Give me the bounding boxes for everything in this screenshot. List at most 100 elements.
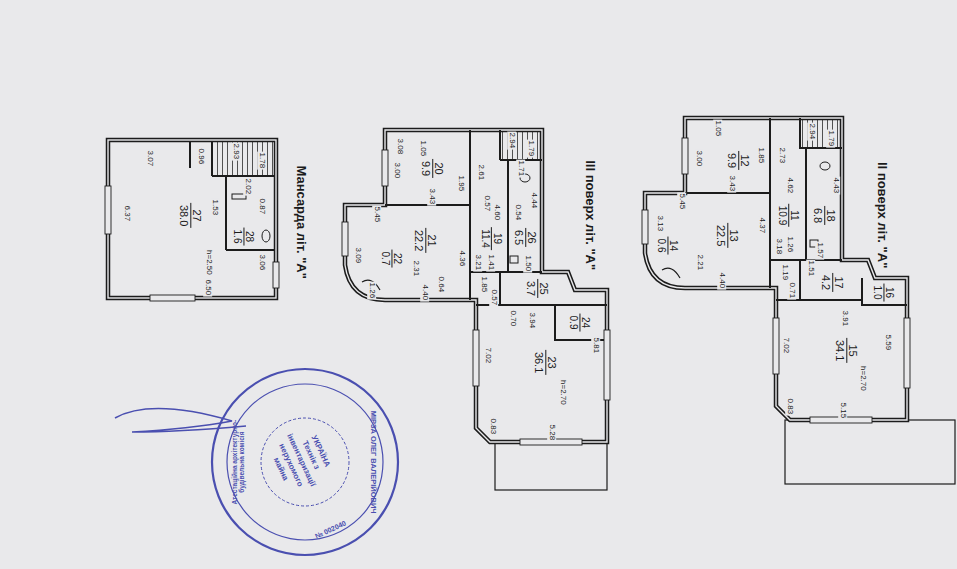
dimension-label: 3.09 [353,246,362,264]
dimension-label: 1.95 [456,174,465,192]
room-label: 174.2 [820,272,845,291]
dimension-label: 3.00 [694,149,703,167]
room-area: 6.5 [513,227,525,246]
room-number: 14 [667,236,679,254]
room-number: 13 [727,222,740,247]
dimension-label: 1.50 [523,254,532,272]
dimension-label: 3.43 [727,174,736,192]
dimension-label: 1.85 [479,275,488,293]
dimension-label: 4.62 [785,176,794,194]
room-number: 25 [537,278,550,297]
inner-wall [190,118,907,340]
room-label: 186.8 [812,205,837,224]
dimension-label: 1.53 [210,198,219,216]
room-area: 38.0 [178,202,190,227]
dimension-label: 1.05 [418,139,427,157]
dimension-label: 3.18 [774,237,783,255]
floor-title: II поверх літ. "А" [875,162,889,268]
dimension-label: 3.06 [257,253,266,271]
room-label: 1322.5 [715,222,740,247]
room-label: 2122.2 [413,227,438,252]
dimension-label: 7.02 [483,346,492,364]
dimension-label: 5.15 [838,401,847,419]
room-label: 140.6 [656,236,679,254]
dimension-label: 4.44 [529,191,538,209]
room-area: 11.4 [479,227,490,250]
dimension-label: 1.26 [367,281,376,299]
room-number: 27 [190,202,203,227]
dimension-label: 5.59 [883,333,892,351]
dimension-label: 3.91 [840,309,849,327]
room-label: 240.9 [568,313,591,331]
dimension-label: 0.71 [787,281,796,299]
room-label: 1534.1 [834,337,859,362]
room-area: 34.1 [834,337,846,362]
dimension-label: 1.51 [806,259,815,277]
dimension-label: h=2.50 [203,249,212,276]
room-area: 3.7 [525,278,537,297]
room-area: 4.2 [820,272,832,291]
room-area: 0.6 [656,236,667,254]
dimension-label: 2.02 [243,177,252,195]
room-area: 6.8 [812,205,824,224]
outer-wall [108,118,907,442]
dimension-label: 1.71 [516,159,525,177]
room-number: 18 [824,205,837,224]
wall-gap [108,118,907,442]
room-number: 20 [432,158,445,177]
dimension-label: 3.08 [395,137,404,155]
dimension-label: 0.64 [436,275,445,293]
dimension-label: 3.13 [655,214,664,232]
dimension-label: 2.21 [695,253,704,271]
dimension-label: 1.85 [756,146,765,164]
dimension-label: 0.57 [482,194,491,212]
dimension-label: 5.28 [547,423,556,441]
dimension-label: 4.40 [420,283,429,301]
signature [115,409,246,432]
dimension-label: 3.43 [427,187,436,205]
dimension-label: 4.43 [831,176,840,194]
dimension-label: 2.94 [807,122,816,140]
dimension-label: 2.94 [507,131,516,149]
dimension-label: 0.83 [785,397,794,415]
dimension-label: 1.57 [815,241,824,259]
dimension-label: 5.45 [372,205,381,223]
stamp-text: Атестаційна архітектурно-будівельна комі… [231,407,245,517]
dimension-label: 2.73 [777,146,786,164]
stamp-text: № 002040 [313,519,346,540]
stairs [500,131,541,160]
dimension-label: 0.57 [489,288,498,306]
stamp-text: МІРЗА ОЛЕГ ВАЛЕРІЙОВИЧ [368,411,376,514]
room-label: 1911.4 [479,227,502,250]
room-area: 0.7 [380,249,391,267]
dimension-label: 1.05 [713,119,722,137]
room-number: 28 [243,227,255,245]
room-number: 16 [883,283,895,301]
room-label: 2738.0 [178,202,203,227]
room-label: 266.5 [513,227,538,246]
stairs [212,142,274,176]
stairs [800,119,841,148]
dimension-label: 4.36 [457,249,466,267]
room-label: 220.7 [380,249,403,267]
room-label: 129.9 [726,150,751,169]
room-number: 15 [846,337,859,362]
dimension-label: 1.79 [826,129,835,147]
dimension-label: h=2.70 [857,365,866,392]
room-label: 209.9 [420,158,445,177]
dimension-label: 4.40 [717,271,726,289]
dimension-label: 0.87 [257,197,266,215]
room-number: 19 [490,227,502,250]
balcony [495,420,955,490]
room-area: 10.9 [777,203,788,226]
dimension-label: 0.83 [488,417,497,435]
room-number: 22 [391,249,403,267]
room-area: 0.9 [568,313,579,331]
dimension-label: 1.26 [785,235,794,253]
dimension-label: 2.61 [476,163,485,181]
room-label: 281.6 [232,227,255,245]
dimension-label: 1.79 [526,139,535,157]
dimension-label: 2.93 [231,142,240,160]
stamp [212,369,398,555]
room-number: 21 [425,227,438,252]
